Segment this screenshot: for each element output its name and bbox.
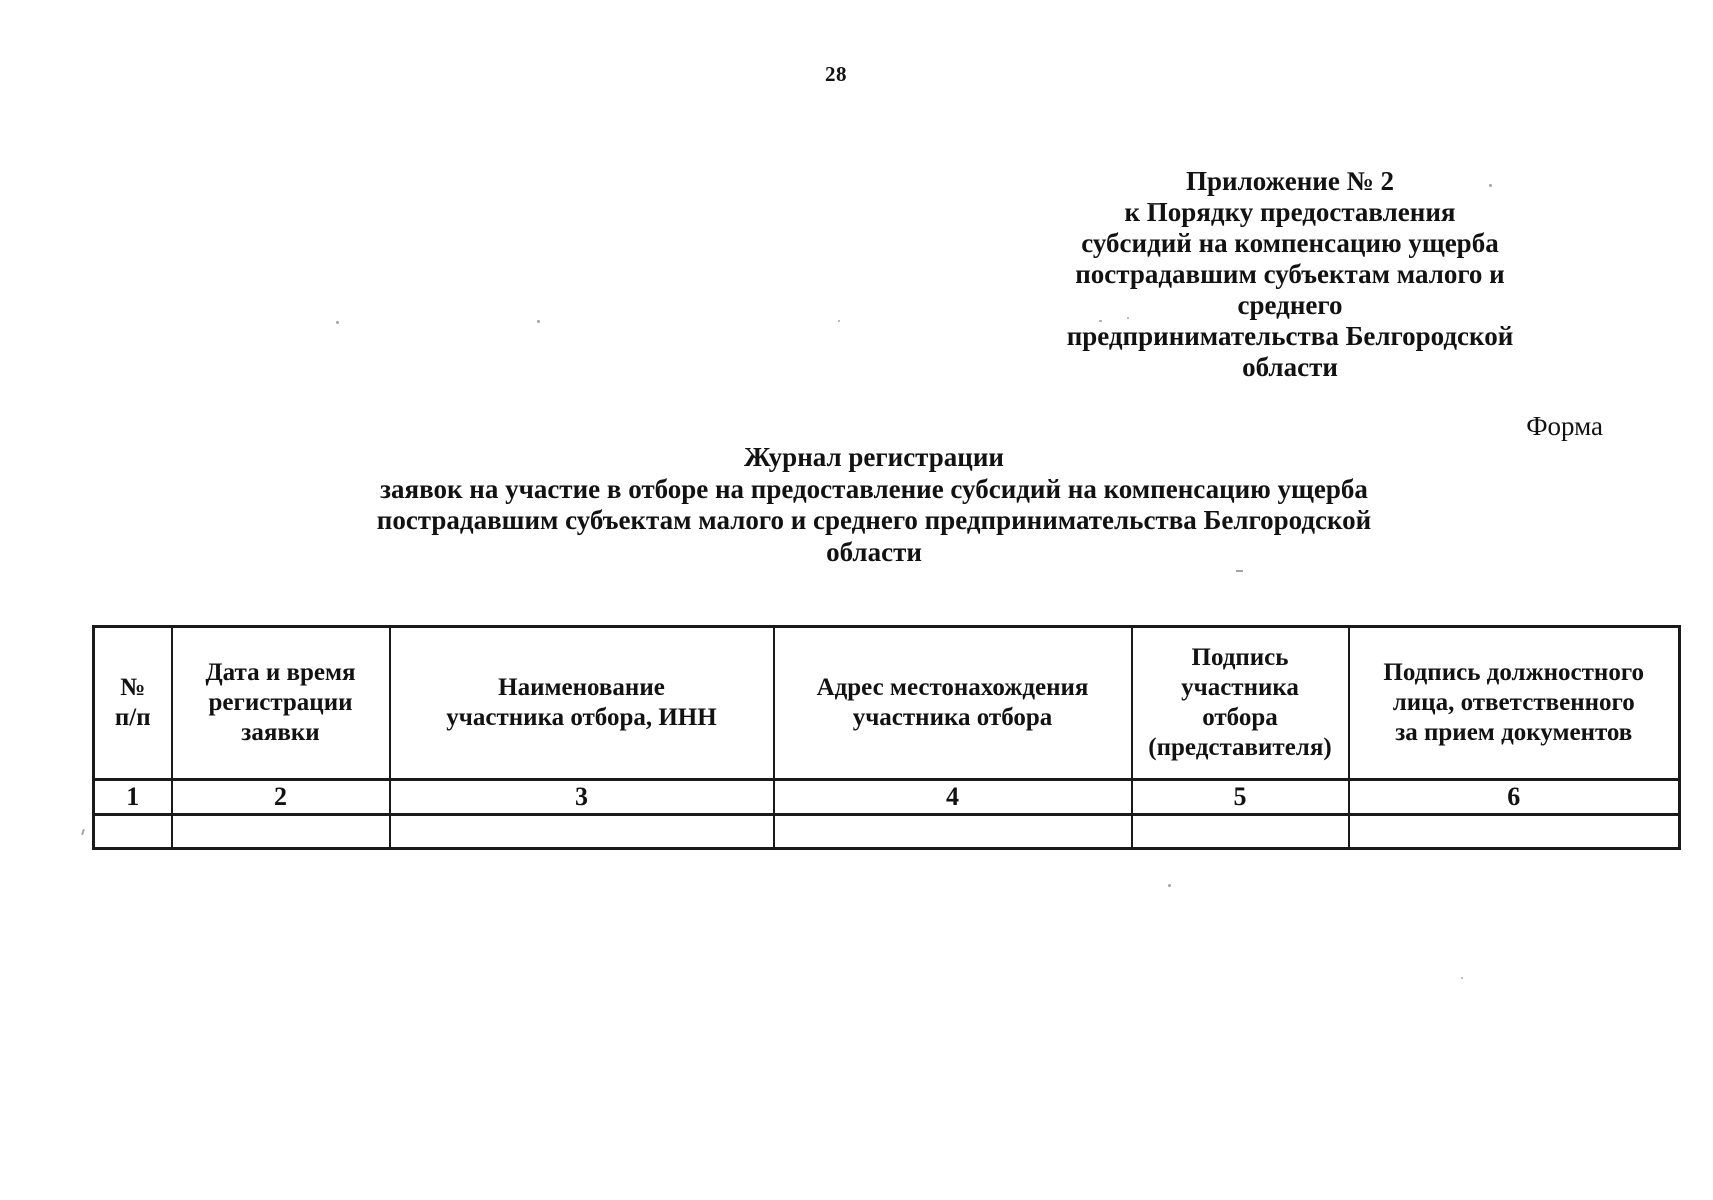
registration-journal-table: № п/п Дата и время регистрации заявки На… (92, 625, 1681, 850)
column-number-cell: 5 (1130, 778, 1350, 816)
scan-artifact (81, 828, 85, 836)
header-cell-participant-signature: Подпись участника отбора (представителя) (1130, 625, 1350, 781)
document-title: Журнал регистрации заявок на участие в о… (327, 442, 1421, 568)
header-cell-number: № п/п (92, 625, 173, 781)
title-line: Журнал регистрации (744, 442, 1004, 472)
scan-artifact (1236, 570, 1243, 572)
scan-artifact (537, 320, 540, 323)
title-line: заявок на участие в отборе на предоставл… (380, 473, 1368, 504)
column-number-cell: 4 (772, 778, 1133, 816)
appendix-line: Приложение № 2 (1186, 166, 1394, 196)
scan-artifact (1168, 884, 1171, 887)
scan-artifact (1150, 203, 1160, 205)
empty-cell (1347, 813, 1681, 850)
column-number-cell: 3 (388, 778, 775, 816)
appendix-line: субсидий на компенсацию ущерба (1081, 228, 1499, 258)
column-number-cell: 1 (92, 778, 173, 816)
header-cell-participant-name: Наименование участника отбора, ИНН (388, 625, 775, 781)
appendix-line: пострадавшим субъектам малого и среднего (1075, 259, 1505, 320)
scan-artifact (838, 320, 840, 322)
table-header-row: № п/п Дата и время регистрации заявки На… (92, 625, 1681, 781)
empty-cell (1130, 813, 1350, 850)
column-numbers-row: 1 2 3 4 5 6 (92, 778, 1681, 816)
header-cell-official-signature: Подпись должностного лица, ответственног… (1347, 625, 1681, 781)
empty-cell (388, 813, 775, 850)
scan-artifact (1099, 320, 1102, 322)
column-number-cell: 6 (1347, 778, 1681, 816)
appendix-line: к Порядку предоставления (1124, 197, 1456, 227)
appendix-line: предпринимательства Белгородской области (1066, 321, 1514, 382)
header-cell-address: Адрес местонахождения участника отбора (772, 625, 1133, 781)
scan-artifact (1489, 184, 1492, 187)
scan-artifact (1127, 317, 1129, 319)
empty-entry-row (92, 813, 1681, 850)
page-number: 28 (825, 62, 847, 86)
scan-artifact (1461, 977, 1463, 979)
appendix-heading: Приложение № 2 к Порядку предоставления … (1020, 166, 1560, 383)
form-label: Форма (1526, 411, 1603, 441)
empty-cell (92, 813, 173, 850)
scan-artifact (336, 321, 339, 324)
empty-cell (170, 813, 391, 850)
header-cell-date-time: Дата и время регистрации заявки (170, 625, 391, 781)
column-number-cell: 2 (170, 778, 391, 816)
empty-cell (772, 813, 1133, 850)
title-line: пострадавшим субъектам малого и среднего… (376, 505, 1372, 567)
